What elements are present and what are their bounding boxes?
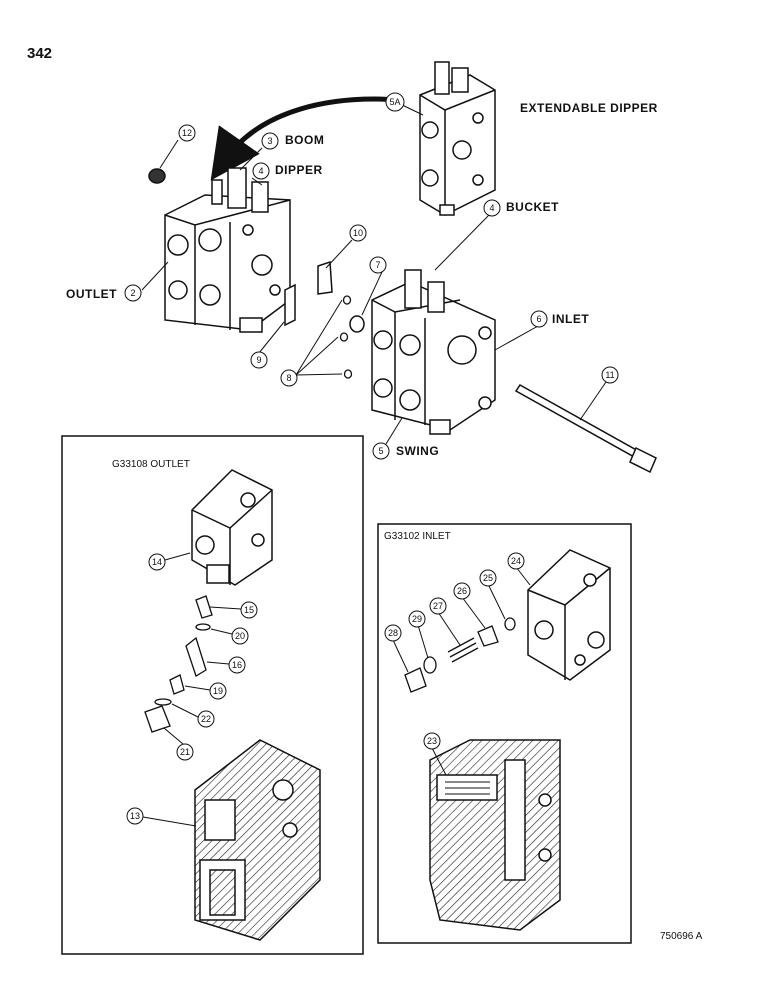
callout-23: 23 (427, 736, 437, 746)
link-9 (284, 283, 296, 327)
callout-7: 7 (375, 260, 380, 270)
o-rings-8 (339, 295, 353, 379)
callout-19: 19 (213, 686, 223, 696)
callout-11: 11 (605, 370, 614, 380)
inlet-relief-parts (404, 617, 516, 693)
inlet-detail-box (377, 523, 632, 944)
callout-circles-inlet (384, 552, 525, 750)
callout-15: 15 (244, 605, 254, 615)
relief-valve-parts (144, 595, 213, 733)
leader-lines-outlet (142, 552, 242, 827)
plug-12 (148, 168, 166, 184)
outlet-section-view-13 (194, 739, 321, 941)
extendable-dipper-label: EXTENDABLE DIPPER (520, 101, 658, 115)
inlet-section-view-23 (429, 739, 561, 931)
callout-27: 27 (433, 601, 443, 611)
callout-16: 16 (232, 660, 242, 670)
dipper-label: DIPPER (275, 163, 323, 177)
inlet-section-24 (527, 549, 611, 681)
callout-24: 24 (511, 556, 521, 566)
callout-4-dipper: 4 (258, 166, 263, 176)
callout-5: 5 (378, 446, 383, 456)
callout-29: 29 (412, 614, 422, 624)
outlet-box-title: G33108 OUTLET (112, 459, 190, 470)
callout-28: 28 (388, 628, 398, 638)
page-number: 342 (27, 45, 52, 62)
callout-6: 6 (536, 314, 541, 324)
callout-13: 13 (130, 811, 140, 821)
boom-label: BOOM (285, 133, 324, 147)
callout-circles-outlet (126, 553, 258, 825)
callout-2: 2 (130, 288, 135, 298)
callout-4-bucket: 4 (489, 203, 494, 213)
callout-8: 8 (286, 373, 291, 383)
outlet-detail-box (61, 435, 364, 955)
outlet-section-14 (191, 469, 273, 586)
callout-20: 20 (235, 631, 245, 641)
callout-21: 21 (180, 747, 190, 757)
callout-10: 10 (353, 228, 363, 238)
inlet-box-title: G33102 INLET (384, 531, 451, 542)
tie-bolt-11 (514, 384, 657, 474)
callout-9: 9 (256, 355, 261, 365)
inlet-label: INLET (552, 312, 589, 326)
o-ring-7 (349, 315, 365, 333)
outlet-label: OUTLET (66, 287, 117, 301)
install-arrow (210, 96, 401, 181)
callout-3: 3 (267, 136, 272, 146)
plate-10 (317, 260, 333, 295)
extendable-dipper-valve-section (419, 61, 496, 216)
callout-25: 25 (483, 573, 493, 583)
callout-circles-top (124, 92, 619, 460)
callout-22: 22 (201, 714, 211, 724)
callout-14: 14 (152, 557, 162, 567)
bucket-label: BUCKET (506, 200, 559, 214)
callout-26: 26 (457, 586, 467, 596)
callout-5a: 5A (389, 97, 400, 107)
bucket-swing-inlet-valve-assembly (371, 269, 496, 435)
leader-lines-inlet (392, 566, 531, 776)
swing-label: SWING (396, 444, 439, 458)
boom-dipper-valve-assembly (164, 167, 291, 333)
callout-12: 12 (182, 128, 192, 138)
drawing-reference-code: 750696 A (660, 931, 703, 942)
